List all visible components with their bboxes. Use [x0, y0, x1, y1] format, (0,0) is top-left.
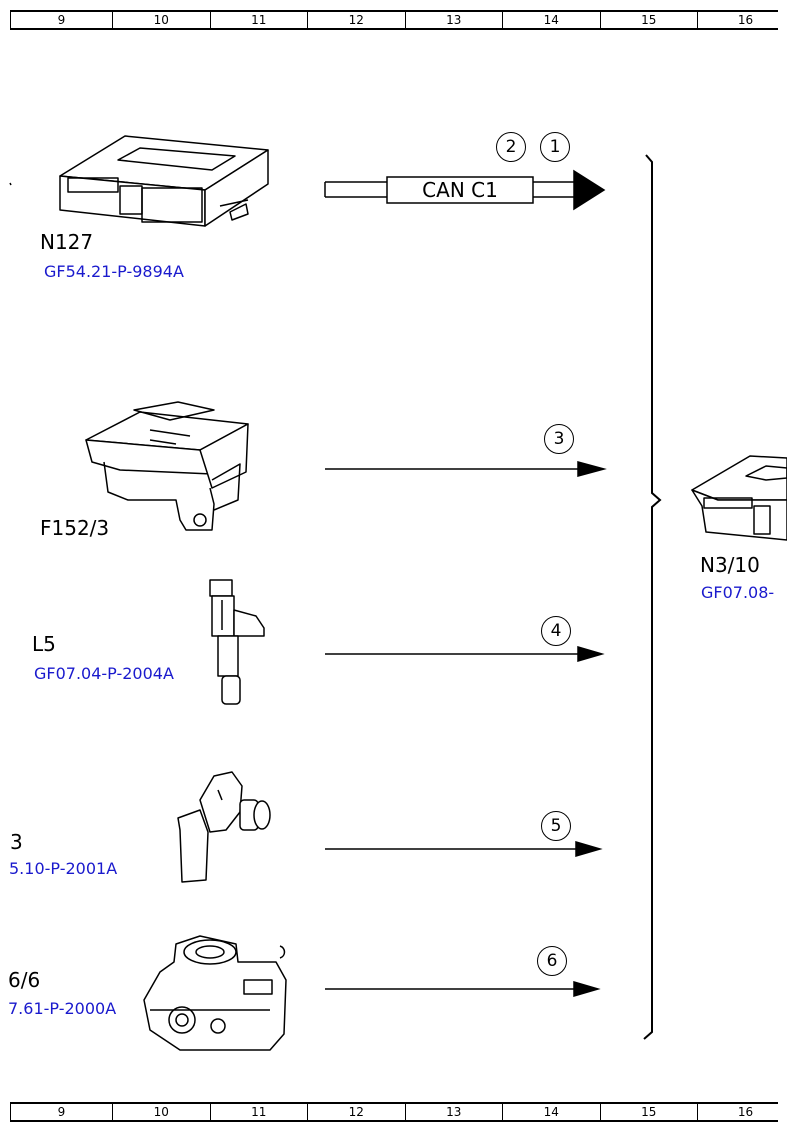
component-label-3: 3 — [10, 830, 23, 854]
component-ref-6-6[interactable]: 7.61-P-2000A — [8, 999, 117, 1018]
n3-10-control-unit-drawing — [691, 455, 787, 541]
ruler-col-12: 12 — [307, 12, 405, 28]
ruler-col-14: 14 — [502, 1104, 600, 1120]
ruler-col-11: 11 — [209, 12, 308, 28]
bottom-column-ruler: 9 10 11 12 13 14 15 16 — [10, 1102, 778, 1122]
component-label-f152-3: F152/3 — [40, 516, 110, 540]
can-c1-bus-arrow — [324, 169, 606, 211]
ruler-col-10: 10 — [112, 12, 210, 28]
ruler-col-12: 12 — [307, 1104, 405, 1120]
marker-1: 1 — [540, 132, 570, 162]
actuator-6-6-drawing — [143, 935, 287, 1051]
component-label-l5: L5 — [32, 632, 56, 656]
n127-control-unit-drawing — [9, 135, 269, 227]
component-ref-n3-10[interactable]: GF07.08- — [701, 583, 775, 602]
top-column-ruler: 9 10 11 12 13 14 15 16 — [10, 10, 778, 30]
marker-4: 4 — [541, 616, 571, 646]
sensor-3-drawing — [177, 771, 271, 883]
component-label-n3-10: N3/10 — [700, 553, 760, 577]
ruler-col-15: 15 — [599, 1104, 698, 1120]
ruler-col-11: 11 — [209, 1104, 308, 1120]
marker-6: 6 — [537, 946, 567, 976]
component-ref-3[interactable]: 5.10-P-2001A — [9, 859, 118, 878]
ruler-col-14: 14 — [502, 12, 600, 28]
signal-arrow-5 — [325, 841, 603, 857]
ruler-col-16: 16 — [697, 12, 787, 28]
ruler-col-10: 10 — [112, 1104, 210, 1120]
marker-2: 2 — [496, 132, 526, 162]
component-label-6-6: 6/6 — [8, 968, 41, 992]
f152-3-module-drawing — [85, 401, 249, 531]
signal-arrow-3 — [325, 461, 607, 477]
ruler-col-16: 16 — [697, 1104, 787, 1120]
can-c1-label: CAN C1 — [422, 178, 498, 202]
input-signals-brace — [643, 154, 662, 1040]
ruler-col-13: 13 — [404, 12, 503, 28]
marker-3: 3 — [544, 424, 574, 454]
component-ref-n127[interactable]: GF54.21-P-9894A — [44, 262, 184, 281]
ruler-col-15: 15 — [599, 12, 698, 28]
component-ref-l5[interactable]: GF07.04-P-2004A — [34, 664, 174, 683]
l5-sensor-drawing — [209, 579, 265, 705]
ruler-col-9: 9 — [10, 12, 112, 28]
signal-arrow-6 — [325, 981, 601, 997]
ruler-col-9: 9 — [10, 1104, 112, 1120]
component-label-n127: N127 — [40, 230, 94, 254]
ruler-col-13: 13 — [404, 1104, 503, 1120]
marker-5: 5 — [541, 811, 571, 841]
signal-arrow-4 — [325, 646, 605, 662]
